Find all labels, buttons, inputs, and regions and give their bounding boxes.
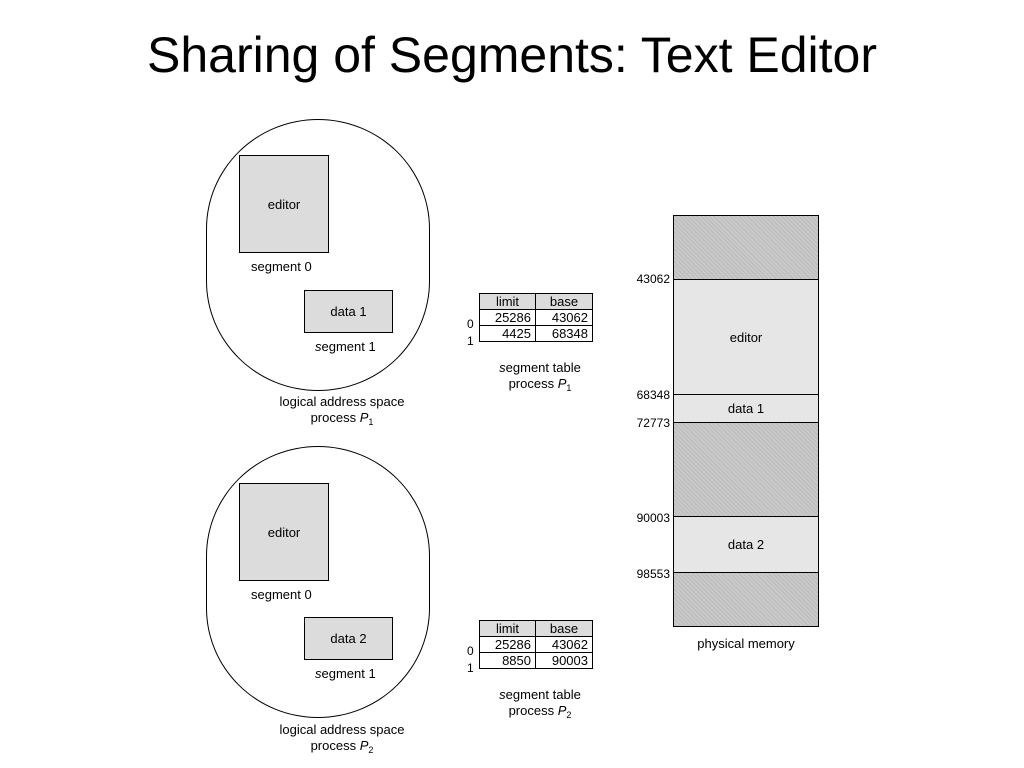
base-header: base bbox=[535, 620, 593, 637]
caption-process-subscript: 2 bbox=[566, 710, 572, 721]
memory-block-label: editor bbox=[729, 329, 763, 345]
editor-segment-label: editor bbox=[267, 196, 301, 212]
segment1-label-p2: segment 1 bbox=[315, 666, 376, 682]
data-segment-p1: data 1 bbox=[304, 290, 393, 333]
table-row: 4425 68348 bbox=[479, 325, 593, 342]
segment1-label-p1: segment 1 bbox=[315, 339, 376, 355]
segment0-label-p2: segment 0 bbox=[251, 587, 312, 602]
free-memory-block bbox=[674, 423, 818, 517]
limit-cell: 4425 bbox=[479, 325, 536, 342]
editor-segment-p2: editor bbox=[239, 483, 329, 581]
row-index: 0 bbox=[467, 644, 474, 658]
row-index: 1 bbox=[467, 334, 474, 348]
physical-memory: editor data 1 data 2 bbox=[673, 215, 819, 627]
caption-process-letter: P bbox=[359, 410, 369, 426]
table-row: 25286 43062 bbox=[479, 309, 593, 326]
limit-header: limit bbox=[479, 293, 536, 310]
logical-space-caption-line2: process P1 bbox=[262, 410, 422, 428]
table-header-row: limit base bbox=[479, 293, 593, 310]
caption-process-letter: P bbox=[557, 703, 567, 719]
caption-process-word: process bbox=[310, 410, 360, 426]
segment-table-caption-rest: egment table bbox=[505, 687, 581, 702]
caption-process-word: process bbox=[508, 376, 558, 392]
table-header-row: limit base bbox=[479, 620, 593, 637]
logical-space-caption-line1: logical address space bbox=[279, 722, 405, 737]
data-segment-p2: data 2 bbox=[304, 617, 393, 660]
limit-cell: 25286 bbox=[479, 309, 536, 326]
caption-process-subscript: 2 bbox=[368, 745, 374, 756]
memory-block-data2: data 2 bbox=[674, 516, 818, 573]
segment-table-p1: limit base 25286 43062 4425 68348 bbox=[479, 293, 593, 342]
logical-space-caption-line2: process P2 bbox=[262, 738, 422, 756]
logical-space-caption-p2: logical address space process P2 bbox=[262, 722, 422, 755]
segment1-label-prefix: s bbox=[315, 339, 322, 354]
memory-block-label: data 1 bbox=[727, 401, 765, 416]
segment-table-index-p2: 0 1 bbox=[467, 643, 474, 677]
memory-address: 68348 bbox=[636, 388, 670, 402]
base-cell: 90003 bbox=[535, 652, 593, 669]
logical-space-caption-p1: logical address space process P1 bbox=[262, 394, 422, 427]
base-header: base bbox=[535, 293, 593, 310]
caption-process-letter: P bbox=[557, 376, 567, 392]
segment-table-caption-prefix: s bbox=[499, 360, 506, 375]
memory-block-label: data 2 bbox=[727, 537, 765, 552]
caption-process-subscript: 1 bbox=[368, 417, 374, 428]
memory-address: 43062 bbox=[636, 272, 670, 286]
segment-table-caption-prefix: s bbox=[499, 687, 506, 702]
caption-process-word: process bbox=[508, 703, 558, 719]
table-row: 8850 90003 bbox=[479, 652, 593, 669]
memory-address: 72773 bbox=[636, 416, 670, 430]
segment-table-index-p1: 0 1 bbox=[467, 316, 474, 350]
segment-table-caption-line2: process P1 bbox=[470, 376, 610, 394]
segment-table-caption-p1: segment table process P1 bbox=[470, 360, 610, 393]
free-memory-block bbox=[674, 216, 818, 279]
page-title: Sharing of Segments: Text Editor bbox=[146, 27, 878, 83]
segment-table-p2: limit base 25286 43062 8850 90003 bbox=[479, 620, 593, 669]
segment1-label-prefix: s bbox=[315, 666, 322, 681]
base-cell: 68348 bbox=[535, 325, 593, 342]
segment1-label-rest: egment 1 bbox=[321, 666, 376, 681]
limit-header: limit bbox=[479, 620, 536, 637]
segment1-label-rest: egment 1 bbox=[321, 339, 376, 354]
segment-table-caption-line1: segment table bbox=[470, 687, 610, 703]
physical-memory-label: physical memory bbox=[697, 636, 795, 651]
memory-block-data1: data 1 bbox=[674, 394, 818, 423]
memory-address: 98553 bbox=[636, 567, 670, 581]
memory-address: 90003 bbox=[636, 511, 670, 525]
limit-cell: 25286 bbox=[479, 636, 536, 653]
logical-space-caption-line1: logical address space bbox=[279, 394, 405, 409]
segment-table-caption-p2: segment table process P2 bbox=[470, 687, 610, 720]
segment0-label-p1: segment 0 bbox=[251, 259, 312, 274]
segment-table-caption-line2: process P2 bbox=[470, 703, 610, 721]
free-memory-block bbox=[674, 573, 818, 626]
table-row: 25286 43062 bbox=[479, 636, 593, 653]
data-segment-label: data 2 bbox=[330, 631, 367, 646]
editor-segment-p1: editor bbox=[239, 155, 329, 253]
caption-process-subscript: 1 bbox=[566, 383, 572, 394]
base-cell: 43062 bbox=[535, 636, 593, 653]
caption-process-word: process bbox=[310, 738, 360, 754]
row-index: 0 bbox=[467, 317, 474, 331]
segment-table-caption-rest: egment table bbox=[505, 360, 581, 375]
base-cell: 43062 bbox=[535, 309, 593, 326]
editor-segment-label: editor bbox=[267, 524, 301, 540]
row-index: 1 bbox=[467, 661, 474, 675]
segment-table-caption-line1: segment table bbox=[470, 360, 610, 376]
data-segment-label: data 1 bbox=[330, 304, 367, 319]
limit-cell: 8850 bbox=[479, 652, 536, 669]
memory-block-editor: editor bbox=[674, 279, 818, 395]
caption-process-letter: P bbox=[359, 738, 369, 754]
